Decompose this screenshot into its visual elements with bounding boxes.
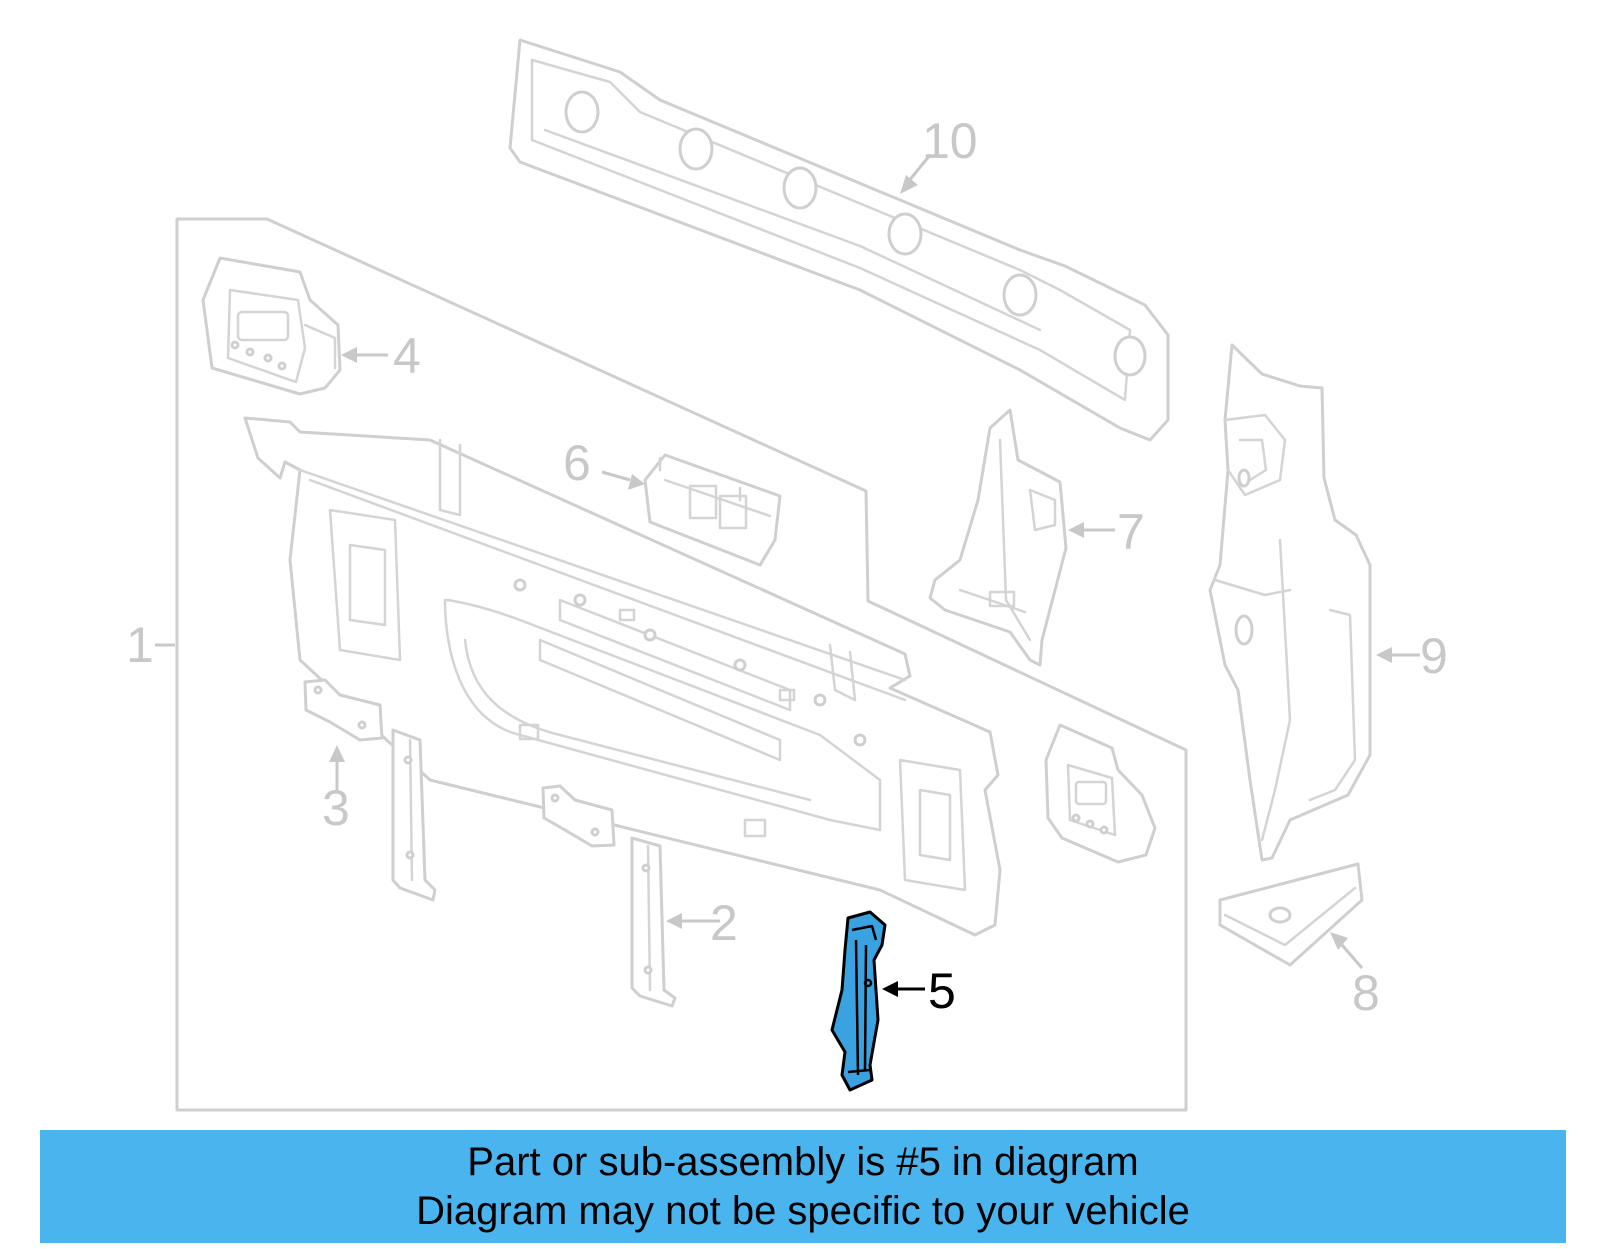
callout-3[interactable]: 3 xyxy=(322,745,350,836)
left-vertical-bracket xyxy=(391,728,437,902)
part-4-left-bracket[interactable] xyxy=(201,256,342,396)
callout-4[interactable]: 4 xyxy=(341,328,421,384)
svg-text:7: 7 xyxy=(1117,504,1145,560)
banner-line-disclaimer: Diagram may not be specific to your vehi… xyxy=(416,1188,1190,1233)
callout-5[interactable]: 5 xyxy=(882,963,956,1019)
right-lower-bracket xyxy=(1044,723,1157,864)
part-8-plate[interactable] xyxy=(1218,862,1364,967)
callout-8[interactable]: 8 xyxy=(1330,932,1380,1021)
part-3-small-plate[interactable] xyxy=(303,678,384,742)
assembly-frame-outline xyxy=(175,217,1188,1112)
part-5-highlighted[interactable] xyxy=(830,910,887,1092)
svg-text:4: 4 xyxy=(393,328,421,384)
svg-text:9: 9 xyxy=(1420,628,1448,684)
callout-9[interactable]: 9 xyxy=(1376,628,1448,684)
svg-text:3: 3 xyxy=(322,780,350,836)
callout-1[interactable]: 1 xyxy=(126,617,175,673)
svg-text:2: 2 xyxy=(710,895,738,951)
callout-2[interactable]: 2 xyxy=(666,895,738,951)
svg-text:10: 10 xyxy=(922,113,978,169)
part-2-vertical-bracket[interactable] xyxy=(630,836,677,1008)
callout-7[interactable]: 7 xyxy=(1068,504,1145,560)
callout-10[interactable]: 10 xyxy=(900,113,978,194)
center-small-plate xyxy=(541,784,616,848)
part-1-rear-panel[interactable] xyxy=(243,416,1002,937)
svg-text:1: 1 xyxy=(126,617,154,673)
banner-line-part-number: Part or sub-assembly is #5 in diagram xyxy=(467,1139,1139,1184)
svg-text:6: 6 xyxy=(563,435,591,491)
part-7-inner-bracket[interactable] xyxy=(928,408,1068,667)
svg-text:8: 8 xyxy=(1352,965,1380,1021)
callout-6[interactable]: 6 xyxy=(563,435,645,491)
svg-text:5: 5 xyxy=(928,963,956,1019)
info-banner: Part or sub-assembly is #5 in diagram Di… xyxy=(40,1130,1566,1243)
part-10-upper-rail[interactable] xyxy=(508,38,1170,442)
part-6-center-bracket[interactable] xyxy=(643,453,782,567)
part-9-right-pillar[interactable] xyxy=(1208,343,1372,862)
